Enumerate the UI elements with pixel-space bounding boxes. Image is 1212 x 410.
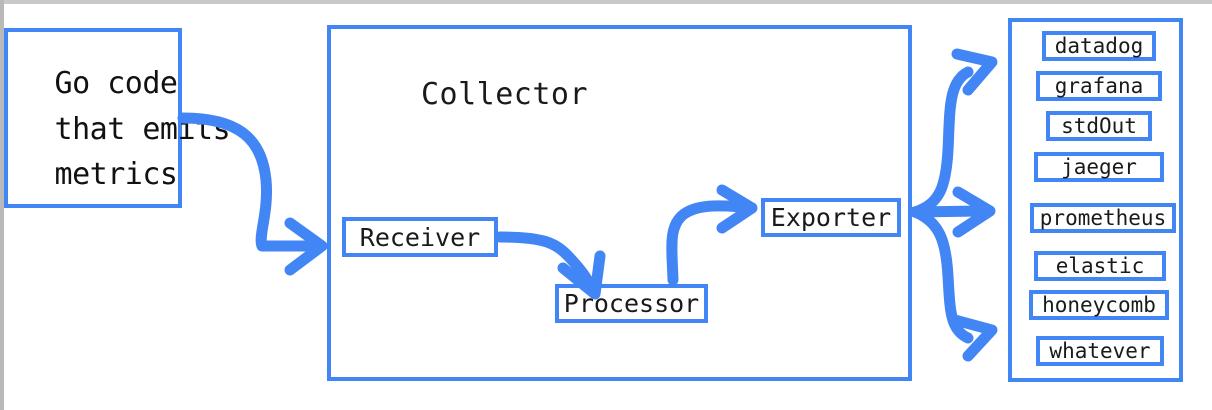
destination-honeycomb: honeycomb [1029,290,1169,320]
destination-label: elastic [1055,253,1145,278]
exporter-node: Exporter [761,198,901,237]
destination-label: prometheus [1039,205,1167,230]
collector-title: Collector [421,77,589,112]
source-line-1: Go code [54,66,178,101]
source-line-2: that emits [54,111,231,147]
go-code-source-box: Go code that emits metrics [4,28,231,208]
destination-whatever: whatever [1036,336,1164,366]
destination-grafana: grafana [1036,71,1162,101]
destination-jaeger: jaeger [1034,152,1164,182]
page-top-edge-strip [4,0,1212,4]
receiver-node: Receiver [342,217,498,257]
arrow-exporter-to-destinations-lower [909,206,998,362]
receiver-label: Receiver [359,222,481,252]
destination-label: datadog [1054,33,1144,58]
destination-stdout: stdOut [1046,111,1152,141]
processor-label: Processor [563,289,700,318]
destination-label: honeycomb [1042,292,1156,317]
destination-elastic: elastic [1034,251,1166,281]
exporter-label: Exporter [770,203,892,232]
arrow-exporter-to-destinations-middle [909,186,996,238]
destination-label: stdOut [1061,113,1137,138]
source-line-3: metrics [54,157,178,193]
arrow-exporter-to-destinations-upper [909,48,998,218]
destination-label: jaeger [1061,154,1137,179]
destination-datadog: datadog [1042,31,1156,61]
destination-label: grafana [1054,73,1144,98]
destination-prometheus: prometheus [1030,203,1176,233]
destination-label: whatever [1049,338,1151,363]
page-left-edge-strip [0,0,4,410]
processor-node: Processor [555,284,708,323]
